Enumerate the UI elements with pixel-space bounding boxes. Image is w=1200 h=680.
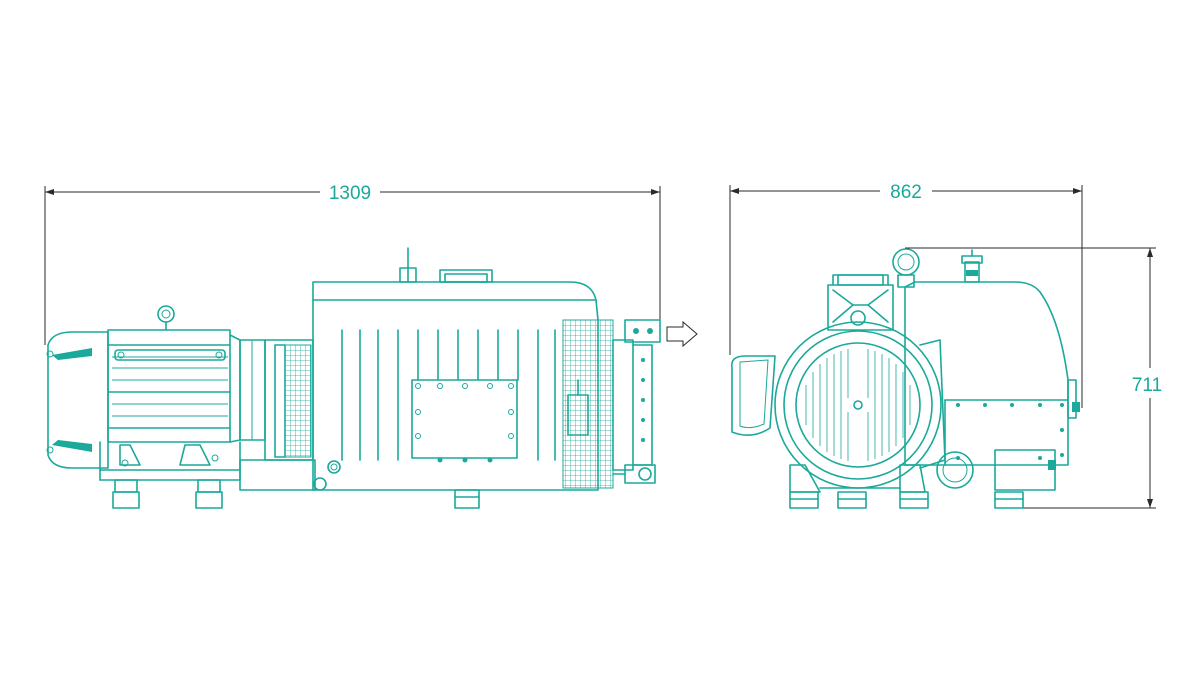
coupling-guard [239, 339, 327, 491]
motor [46, 305, 266, 509]
view-direction-arrow-icon [666, 320, 698, 348]
front-view: 862 711 [729, 182, 1162, 509]
width-dimension: 862 [729, 182, 1083, 408]
length-dimension: 1309 [44, 183, 661, 345]
lifting-eye [892, 248, 920, 288]
motor-fan-cover [774, 321, 946, 489]
width-label: 862 [890, 182, 922, 203]
cooling-fins [341, 329, 556, 461]
height-dimension: 711 [905, 247, 1162, 509]
length-label: 1309 [329, 183, 371, 204]
pump-body [312, 247, 599, 509]
side-view: 1309 [44, 183, 698, 509]
fan-grille [805, 349, 911, 461]
height-label: 711 [1132, 375, 1162, 396]
pump-housing [904, 249, 1080, 491]
exhaust-end [562, 319, 661, 489]
front-feet [789, 464, 1024, 509]
